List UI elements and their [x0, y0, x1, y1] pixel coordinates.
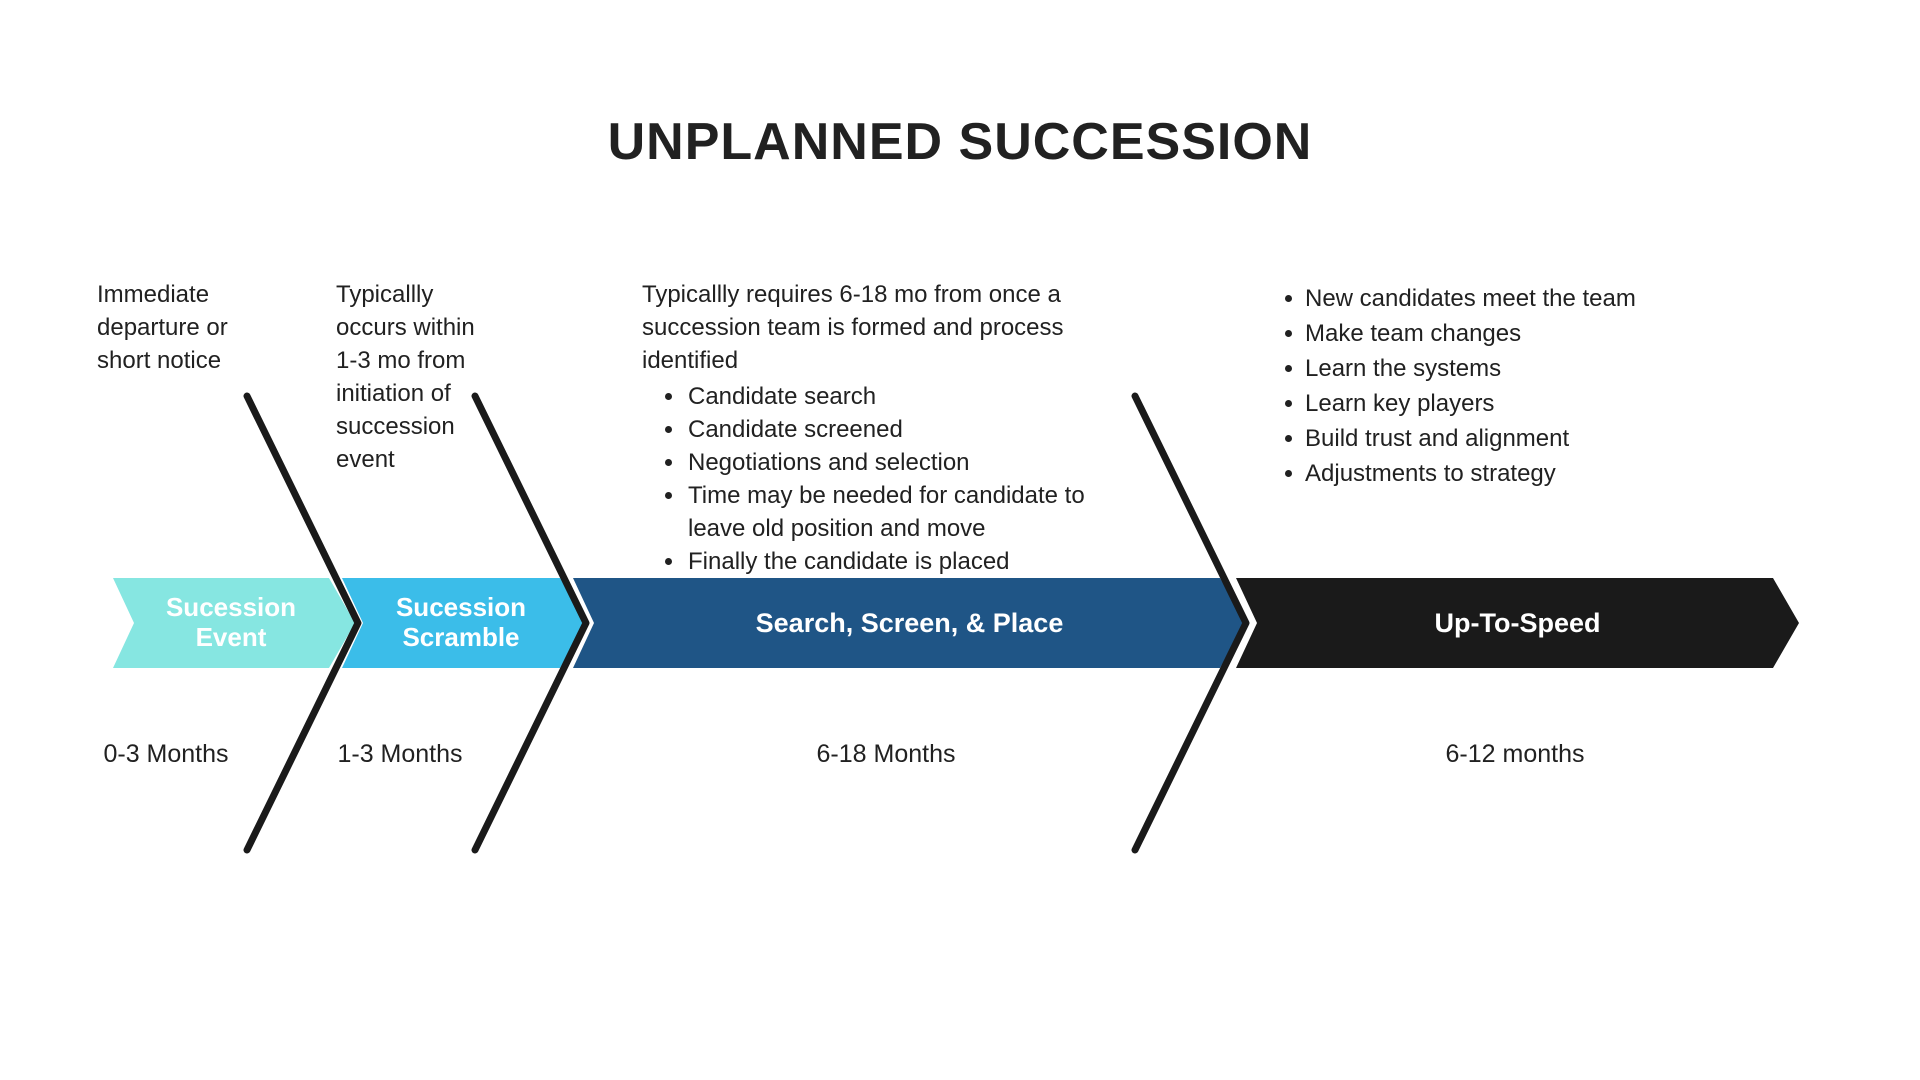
- stage3-description-block: Typicallly requires 6-18 mo from once a …: [642, 278, 1120, 578]
- stage3-bullet-list: Candidate search Candidate screened Nego…: [663, 380, 1120, 578]
- stage3-arrow-label: Search, Screen, & Place: [755, 607, 1064, 638]
- stage2-arrow: Sucession Scramble: [342, 578, 586, 668]
- stage3-arrow: Search, Screen, & Place: [573, 578, 1246, 668]
- stage1-duration: 0-3 Months: [103, 740, 229, 768]
- list-item: Make team changes: [1283, 316, 1753, 351]
- stage1-description: Immediate departure or short notice: [97, 281, 228, 374]
- list-item: Adjustments to strategy: [1283, 456, 1753, 491]
- stage2-description: Typicallly occurs within 1-3 mo from ini…: [336, 281, 475, 473]
- list-item: Candidate screened: [663, 413, 1120, 446]
- stage4-duration: 6-12 months: [1445, 740, 1585, 768]
- stage2-arrow-label: Sucession Scramble: [395, 592, 527, 652]
- list-item: Learn key players: [1283, 386, 1753, 421]
- page-title: UNPLANNED SUCCESSION: [607, 113, 1313, 171]
- list-item: Finally the candidate is placed: [663, 545, 1120, 578]
- list-item: Learn the systems: [1283, 351, 1753, 386]
- stage3-duration: 6-18 Months: [816, 740, 956, 768]
- stage2-duration: 1-3 Months: [337, 740, 463, 768]
- stage4-bullet-list: New candidates meet the team Make team c…: [1283, 281, 1753, 491]
- list-item: Build trust and alignment: [1283, 421, 1753, 456]
- chevron-separator-icon: [243, 392, 362, 854]
- chevron-separator-icon: [471, 392, 590, 854]
- stage4-arrow: Up-To-Speed: [1236, 578, 1799, 668]
- list-item: Negotiations and selection: [663, 446, 1120, 479]
- stage1-arrow-label: Sucession Event: [165, 592, 297, 652]
- list-item: Time may be needed for candidate to leav…: [663, 479, 1120, 545]
- list-item: Candidate search: [663, 380, 1120, 413]
- stage4-description-block: New candidates meet the team Make team c…: [1283, 278, 1753, 491]
- stage3-description: Typicallly requires 6-18 mo from once a …: [642, 281, 1064, 374]
- list-item: New candidates meet the team: [1283, 281, 1753, 316]
- chevron-separator-icon: [1131, 392, 1250, 854]
- stage4-arrow-label: Up-To-Speed: [1434, 607, 1601, 638]
- stage1-arrow: Sucession Event: [113, 578, 355, 668]
